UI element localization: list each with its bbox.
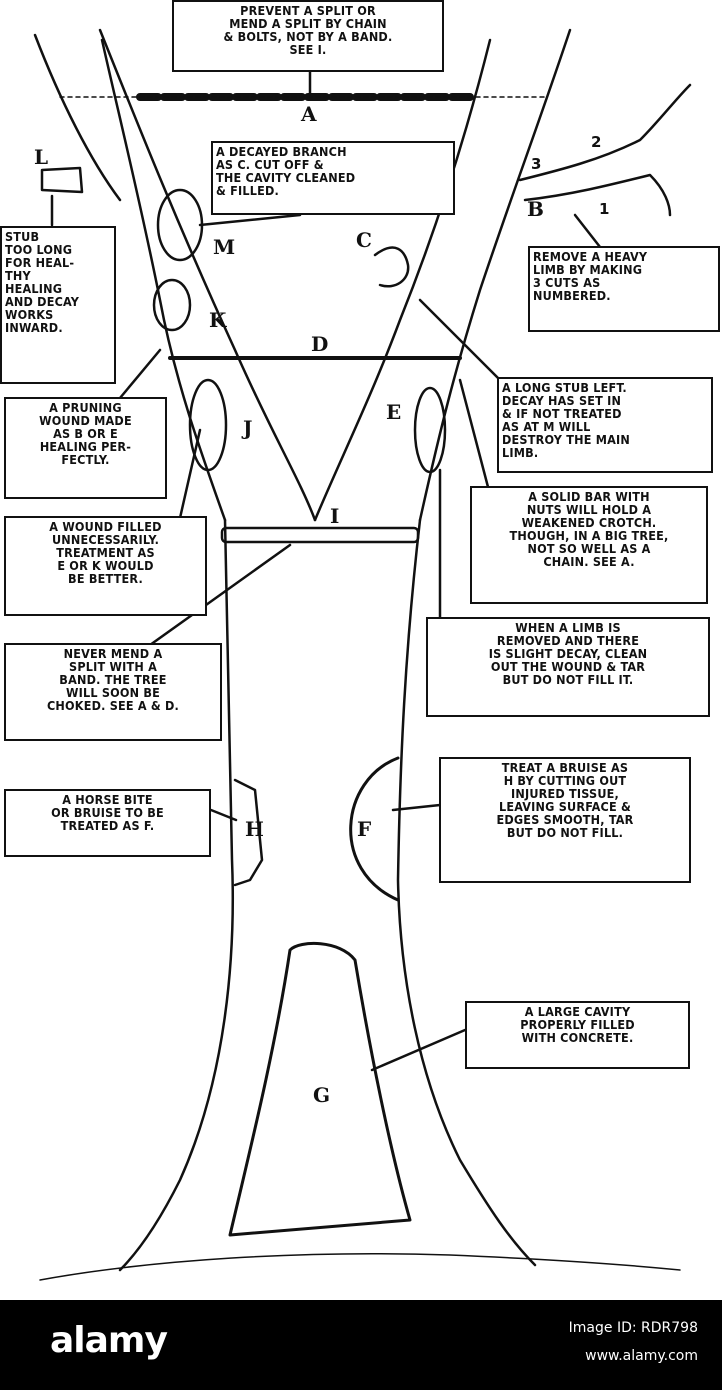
label-a: A xyxy=(301,102,317,126)
note-pruning-wound: A PRUNING WOUND MADE AS B OR E HEALING P… xyxy=(4,397,167,499)
label-l: L xyxy=(34,145,48,169)
site-url: www.alamy.com xyxy=(585,1348,698,1364)
stub-l xyxy=(42,168,82,192)
note-decayed-branch: A DECAYED BRANCH AS C. CUT OFF & THE CAV… xyxy=(211,141,455,215)
note-limb-removed: WHEN A LIMB IS REMOVED AND THERE IS SLIG… xyxy=(426,617,710,717)
watermark-footer: alamy Image ID: RDR798 www.alamy.com xyxy=(0,1300,722,1390)
note-treat-bruise: TREAT A BRUISE AS H BY CUTTING OUT INJUR… xyxy=(439,757,691,883)
note-wound-filled: A WOUND FILLED UNNECESSARILY. TREATMENT … xyxy=(4,516,207,616)
wound-k xyxy=(154,280,190,330)
note-remove-heavy-limb: REMOVE A HEAVY LIMB BY MAKING 3 CUTS AS … xyxy=(528,246,720,332)
label-d: D xyxy=(311,332,328,356)
note-large-cavity: A LARGE CAVITY PROPERLY FILLED WITH CONC… xyxy=(465,1001,690,1069)
note-solid-bar: A SOLID BAR WITH NUTS WILL HOLD A WEAKEN… xyxy=(470,486,708,604)
wound-j xyxy=(190,380,226,470)
label-c: C xyxy=(356,228,372,252)
label-g: G xyxy=(313,1083,330,1107)
label-j: J xyxy=(243,416,252,440)
note-stub-too-long: STUB TOO LONG FOR HEAL- THY HEALING AND … xyxy=(0,226,116,384)
label-i: I xyxy=(330,504,339,528)
leader-wound xyxy=(180,430,200,518)
label-k: K xyxy=(209,308,226,332)
note-long-stub: A LONG STUB LEFT. DECAY HAS SET IN & IF … xyxy=(497,377,713,473)
leader-pruning xyxy=(120,350,160,398)
leader-solid-bar xyxy=(460,380,488,487)
label-f: F xyxy=(357,817,371,841)
trunk-left xyxy=(120,520,233,1270)
tree-surgery-diagram: A B C D E F G H I J K L M 1 2 3 PREVENT … xyxy=(0,0,722,1300)
label-e: E xyxy=(386,400,401,424)
image-id: Image ID: RDR798 xyxy=(569,1320,698,1336)
label-h: H xyxy=(245,817,264,841)
cut-number-3: 3 xyxy=(531,155,541,173)
leader-decayed xyxy=(200,215,300,225)
stub-c xyxy=(375,248,408,287)
band-i xyxy=(222,528,418,542)
alamy-logo: alamy xyxy=(50,1320,167,1361)
ground-line xyxy=(40,1254,680,1280)
note-prevent-split: PREVENT A SPLIT OR MEND A SPLIT BY CHAIN… xyxy=(172,0,444,72)
side-branch-lower xyxy=(525,175,670,215)
note-horse-bite: A HORSE BITE OR BRUISE TO BE TREATED AS … xyxy=(4,789,211,857)
leader-cavity xyxy=(372,1030,465,1070)
note-never-mend: NEVER MEND A SPLIT WITH A BAND. THE TREE… xyxy=(4,643,222,741)
label-b: B xyxy=(527,197,544,221)
cut-number-1: 1 xyxy=(599,200,609,218)
label-m: M xyxy=(213,235,235,259)
leader-long-stub xyxy=(420,300,498,378)
cut-number-2: 2 xyxy=(591,133,601,151)
leader-remove xyxy=(575,215,600,247)
